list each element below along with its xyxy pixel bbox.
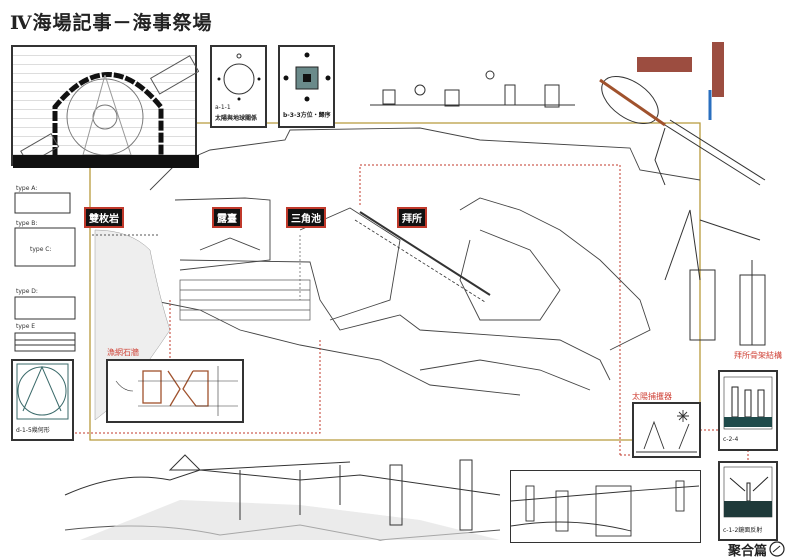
card-caption: d-1-5幾何形: [16, 427, 50, 434]
bottom-elevation-sketches: [64, 454, 501, 541]
shrine-frame-sketches: [664, 209, 766, 346]
card-c-2-4: c-2-4: [718, 370, 778, 451]
type-sketches: [14, 192, 76, 352]
tag-triangle-pool: 三角池: [286, 207, 326, 228]
section-name: 聚合篇: [728, 544, 768, 559]
card-b-3-3: b-3-3方位・歸序: [278, 45, 335, 128]
mirror-columns-drawing: [723, 376, 773, 430]
shrine-frame-label: 拜所骨架結構: [734, 351, 782, 360]
sun-catcher-card: [632, 402, 701, 458]
mirror-reflection-drawing: [723, 466, 773, 518]
ritual-object-sketches: [370, 70, 575, 108]
tag-shrine: 拜所: [397, 207, 427, 228]
type-label: type A:: [16, 185, 38, 192]
card-c-1-2: c-1-2鏡面反射: [718, 461, 778, 541]
card-caption: c-1-2鏡面反射: [723, 527, 763, 534]
orientation-diagram: [283, 52, 331, 102]
type-label: type E: [16, 323, 36, 330]
card-caption: c-2-4: [723, 436, 739, 443]
rotunda-plan-drawing: [13, 55, 199, 168]
type-label: type C:: [30, 246, 52, 253]
pier-sketch: [599, 75, 766, 186]
type-label: type B:: [16, 220, 38, 227]
type-label: type D:: [16, 288, 38, 295]
rotunda-plan-card: [11, 45, 199, 168]
fishnet-wall-card: [106, 359, 244, 423]
sun-ritual-elevation-drawing: [511, 480, 699, 537]
card-code: a-1-1: [215, 104, 231, 111]
red-dotted-connectors: [75, 164, 749, 461]
geometry-diagram: [16, 363, 69, 420]
card-caption: b-3-3方位・歸序: [283, 112, 331, 119]
card-d-1-5: d-1-5幾何形: [11, 359, 74, 441]
sun-catcher-drawing: [636, 410, 697, 453]
card-a-1-1: a-1-1 太陽與地球關係: [210, 45, 267, 128]
pile-elevation: [637, 42, 724, 97]
tag-terrace: 露臺: [212, 207, 242, 228]
sun-earth-diagram: [217, 53, 261, 101]
card-caption: 太陽與地球關係: [215, 115, 258, 122]
page-title: Ⅳ海場記事－海事祭場: [10, 12, 213, 34]
fishnet-wall-drawing: [115, 366, 238, 416]
site-plan-outline: [149, 127, 701, 396]
fishnet-wall-label: 漁網石牆: [107, 348, 139, 357]
sun-ritual-elevation-card: [510, 470, 701, 543]
tag-twin-rocks: 雙枚岩: [84, 207, 124, 228]
terrace-steps: [179, 235, 311, 321]
shrine-ramp: [354, 211, 491, 303]
sun-catcher-label: 太陽捕攫器: [632, 392, 672, 401]
